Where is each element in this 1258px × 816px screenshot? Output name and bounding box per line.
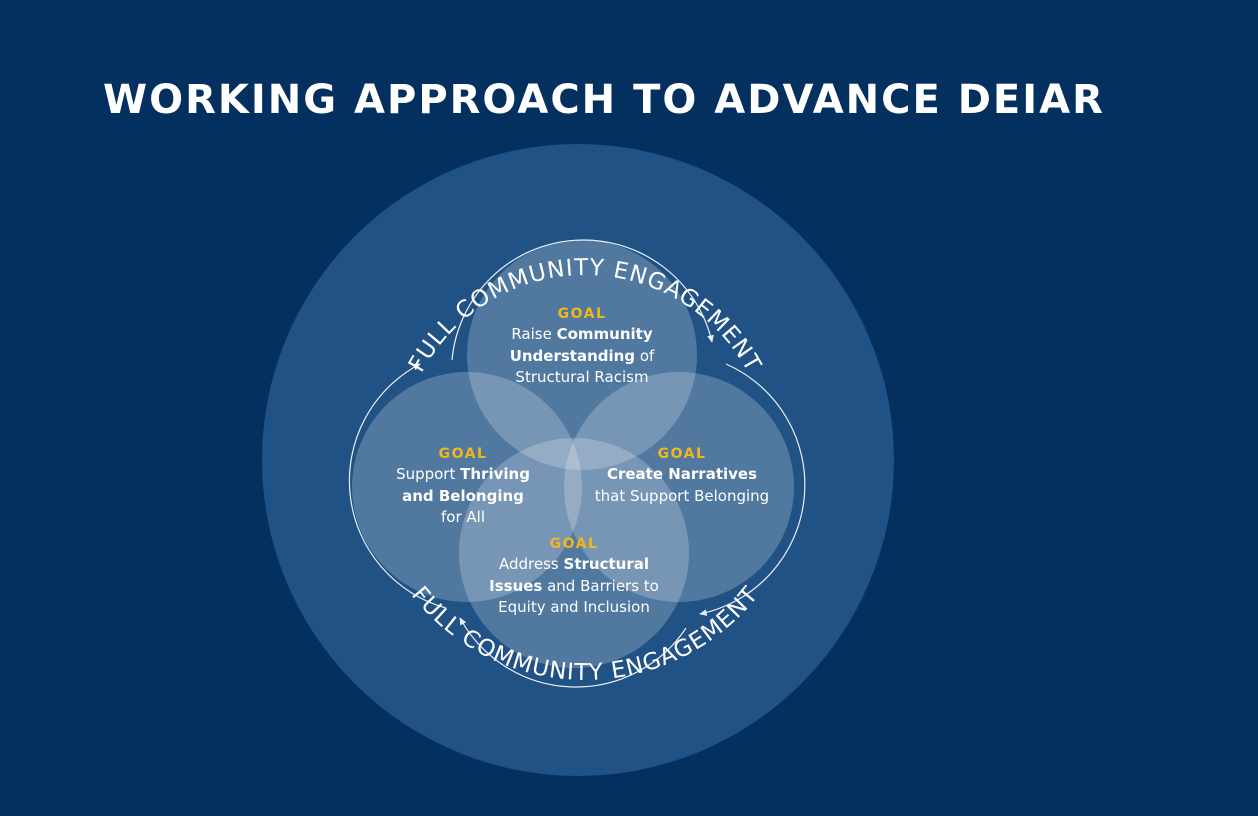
goal-community-understanding: GOAL Raise Community Understanding of St… xyxy=(482,304,682,389)
cycle-arrow-bottom xyxy=(459,617,687,688)
goal-label: GOAL xyxy=(549,536,599,552)
cycle-arrow-left xyxy=(348,363,447,609)
goal-text: Raise Community Understanding of Structu… xyxy=(509,325,655,386)
goal-text: Support Thriving and Belonging for All xyxy=(396,465,530,526)
page-title: WORKING APPROACH TO ADVANCE DEIAR xyxy=(103,77,1105,123)
goal-narratives: GOAL Create Narratives that Support Belo… xyxy=(582,444,782,507)
goal-circle-structural-issues xyxy=(459,438,689,668)
outer-engagement-circle xyxy=(262,144,894,776)
goal-circle-thriving-belonging xyxy=(352,372,582,602)
goal-label: GOAL xyxy=(557,306,607,322)
cycle-arrow-top xyxy=(451,239,714,361)
goal-label: GOAL xyxy=(438,446,488,462)
goal-text: Address Structural Issues and Barriers t… xyxy=(489,555,659,616)
goal-circle-narratives xyxy=(564,372,794,602)
goal-thriving-belonging: GOAL Support Thriving and Belonging for … xyxy=(363,444,563,529)
goal-text: Create Narratives that Support Belonging xyxy=(594,465,770,505)
goal-structural-issues: GOAL Address Structural Issues and Barri… xyxy=(474,534,674,619)
goal-label: GOAL xyxy=(657,446,707,462)
cycle-arrow-right xyxy=(699,363,806,616)
cycle-arrows xyxy=(348,239,806,688)
goal-circle-community-understanding xyxy=(467,240,697,470)
goal-circles xyxy=(352,240,794,668)
